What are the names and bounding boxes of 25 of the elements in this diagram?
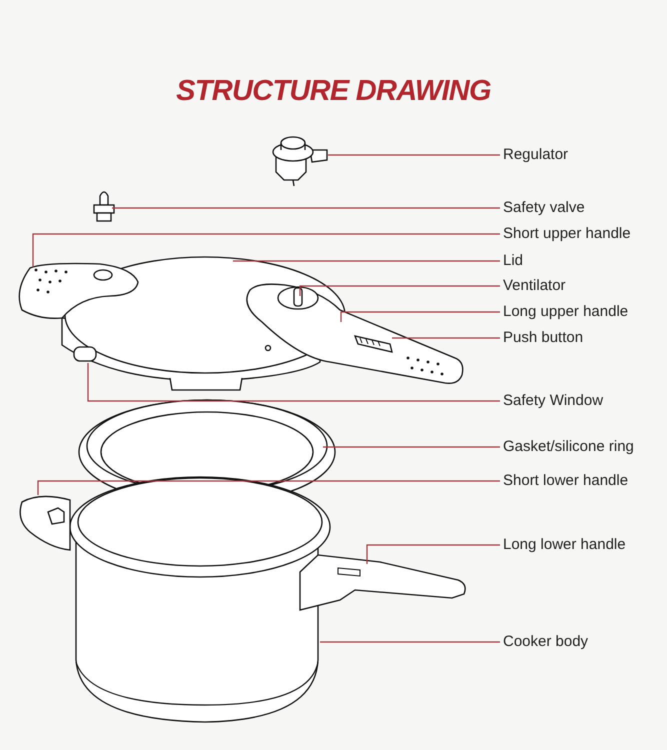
part-label: Long lower handle xyxy=(500,535,626,555)
part-label: Ventilator xyxy=(500,276,566,296)
leader-line xyxy=(340,311,500,322)
part-label: Lid xyxy=(500,251,524,271)
leader-line xyxy=(366,544,500,564)
part-label: Gasket/silicone ring xyxy=(500,437,634,457)
part-label: Short upper handle xyxy=(500,224,631,244)
part-label: Cooker body xyxy=(500,632,588,652)
leader-line xyxy=(112,207,500,209)
leader-line xyxy=(392,337,500,339)
part-label: Safety valve xyxy=(500,198,585,218)
leader-line xyxy=(299,285,500,296)
part-label: Long upper handle xyxy=(500,302,628,322)
leader-line xyxy=(320,641,500,643)
leader-line xyxy=(328,154,500,156)
leader-line xyxy=(32,233,500,267)
leader-line xyxy=(323,446,500,448)
leader-line xyxy=(233,260,500,262)
part-label: Short lower handle xyxy=(500,471,628,491)
part-label: Push button xyxy=(500,328,584,348)
leader-line xyxy=(87,363,500,402)
title: STRUCTURE DRAWING xyxy=(176,74,491,109)
leader-line xyxy=(37,480,500,495)
part-label: Regulator xyxy=(500,145,568,165)
part-label: Safety Window xyxy=(500,391,604,411)
